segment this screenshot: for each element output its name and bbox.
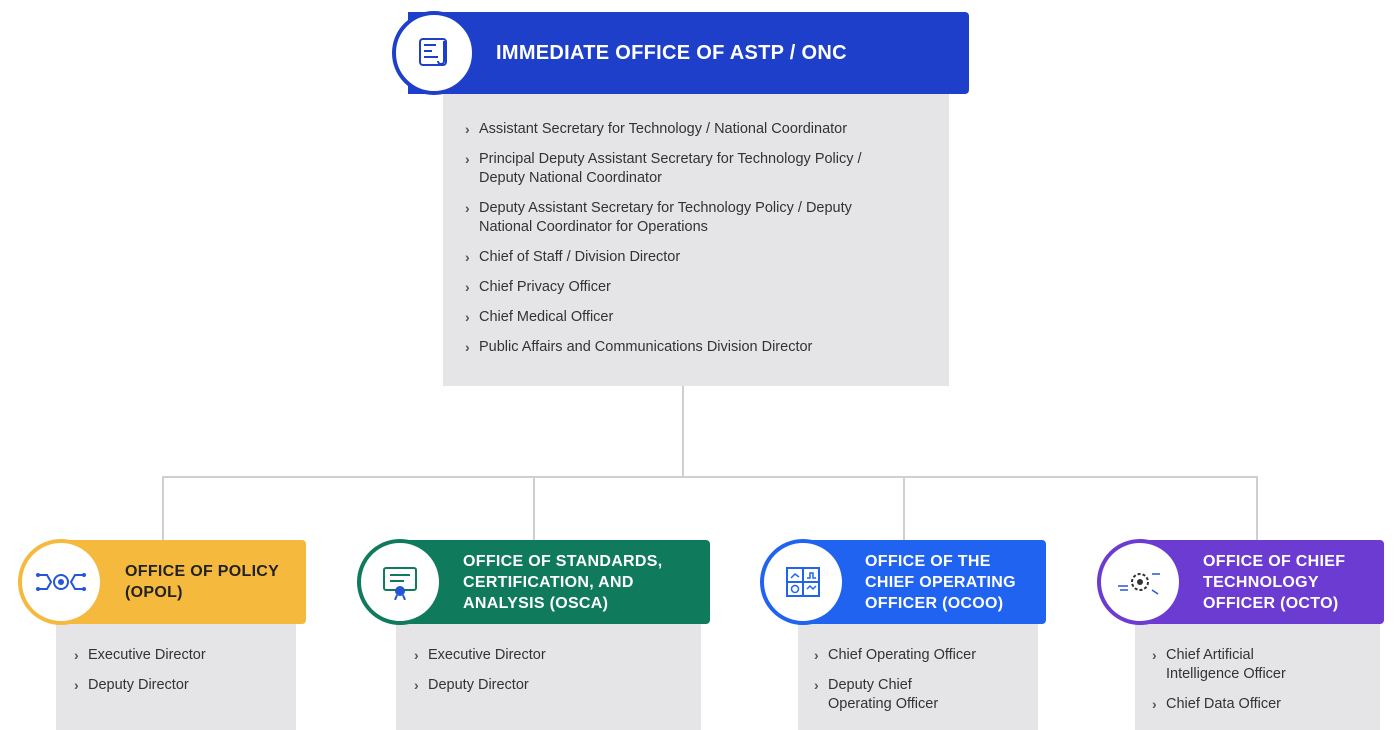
dashboard-icon: [760, 539, 846, 625]
top-office-title: IMMEDIATE OFFICE OF ASTP / ONC: [496, 41, 847, 64]
chevron-right-icon: ›: [465, 200, 470, 216]
ocoo-item-2: › Deputy Chief Operating Officer: [814, 676, 958, 714]
osca-item-label: Deputy Director: [428, 677, 529, 693]
chevron-right-icon: ›: [465, 121, 470, 137]
octo-item-label: Chief Artificial Intelligence Officer: [1166, 647, 1286, 682]
ocoo-item-label: Chief Operating Officer: [828, 647, 977, 663]
osca-title: OFFICE OF STANDARDS, CERTIFICATION, AND …: [463, 552, 663, 612]
top-item-2: › Principal Deputy Assistant Secretary fo…: [465, 150, 905, 188]
top-item-7: › Public Affairs and Communications Divis…: [465, 338, 905, 357]
top-item-5: › Chief Privacy Officer: [465, 278, 905, 297]
osca-item-1: › Executive Director: [414, 646, 684, 665]
opol-details: › Executive Director › Deputy Director: [56, 620, 296, 730]
policy-network-icon: [18, 539, 104, 625]
top-office-header: IMMEDIATE OFFICE OF ASTP / ONC: [408, 12, 969, 94]
top-item-label: Deputy Assistant Secretary for Technolog…: [479, 200, 852, 235]
connector-ocoo: [903, 476, 905, 542]
octo-item-1: › Chief Artificial Intelligence Officer: [1152, 646, 1306, 684]
top-item-4: › Chief of Staff / Division Director: [465, 248, 905, 267]
gear-tech-icon: [1097, 539, 1183, 625]
top-item-label: Principal Deputy Assistant Secretary for…: [479, 151, 862, 186]
top-item-6: › Chief Medical Officer: [465, 308, 905, 327]
chevron-right-icon: ›: [74, 647, 79, 663]
chevron-right-icon: ›: [465, 249, 470, 265]
connector-horizontal: [162, 476, 1257, 478]
chevron-right-icon: ›: [74, 677, 79, 693]
opol-item-label: Executive Director: [88, 647, 206, 663]
top-item-label: Chief of Staff / Division Director: [479, 249, 681, 265]
opol-item-label: Deputy Director: [88, 677, 189, 693]
top-office-details: › Assistant Secretary for Technology / Na…: [443, 92, 949, 386]
top-item-label: Assistant Secretary for Technology / Nat…: [479, 121, 848, 137]
connector-top-vertical: [682, 386, 684, 478]
top-item-3: › Deputy Assistant Secretary for Technolo…: [465, 199, 905, 237]
osca-item-label: Executive Director: [428, 647, 546, 663]
top-item-1: › Assistant Secretary for Technology / Na…: [465, 120, 905, 139]
opol-title: OFFICE OF POLICY (OPOL): [125, 563, 279, 601]
blueprint-icon: [392, 11, 476, 95]
certificate-icon: [357, 539, 443, 625]
octo-title: OFFICE OF CHIEF TECHNOLOGY OFFICER (OCTO…: [1203, 552, 1346, 612]
chevron-right-icon: ›: [1152, 696, 1157, 712]
octo-details: › Chief Artificial Intelligence Officer ›…: [1135, 620, 1380, 730]
chevron-right-icon: ›: [1152, 647, 1157, 663]
connector-osca: [533, 476, 535, 542]
chevron-right-icon: ›: [414, 677, 419, 693]
chevron-right-icon: ›: [465, 339, 470, 355]
osca-header: OFFICE OF STANDARDS, CERTIFICATION, AND …: [395, 540, 710, 624]
opol-item-1: › Executive Director: [74, 646, 284, 665]
chevron-right-icon: ›: [465, 151, 470, 167]
octo-item-2: › Chief Data Officer: [1152, 695, 1312, 714]
ocoo-item-label: Deputy Chief Operating Officer: [828, 677, 939, 712]
osca-item-2: › Deputy Director: [414, 676, 684, 695]
top-item-label: Public Affairs and Communications Divisi…: [479, 339, 813, 355]
chevron-right-icon: ›: [465, 279, 470, 295]
top-item-label: Chief Privacy Officer: [479, 279, 611, 295]
chevron-right-icon: ›: [814, 647, 819, 663]
octo-item-label: Chief Data Officer: [1166, 696, 1281, 712]
ocoo-details: › Chief Operating Officer › Deputy Chief O…: [798, 620, 1038, 730]
top-item-label: Chief Medical Officer: [479, 309, 614, 325]
opol-item-2: › Deputy Director: [74, 676, 284, 695]
chevron-right-icon: ›: [414, 647, 419, 663]
chevron-right-icon: ›: [465, 309, 470, 325]
osca-details: › Executive Director › Deputy Director: [396, 620, 701, 730]
ocoo-title: OFFICE OF THE CHIEF OPERATING OFFICER (O…: [865, 552, 1016, 612]
ocoo-item-1: › Chief Operating Officer: [814, 646, 1029, 665]
chevron-right-icon: ›: [814, 677, 819, 693]
connector-opol: [162, 476, 164, 542]
connector-octo: [1256, 476, 1258, 542]
